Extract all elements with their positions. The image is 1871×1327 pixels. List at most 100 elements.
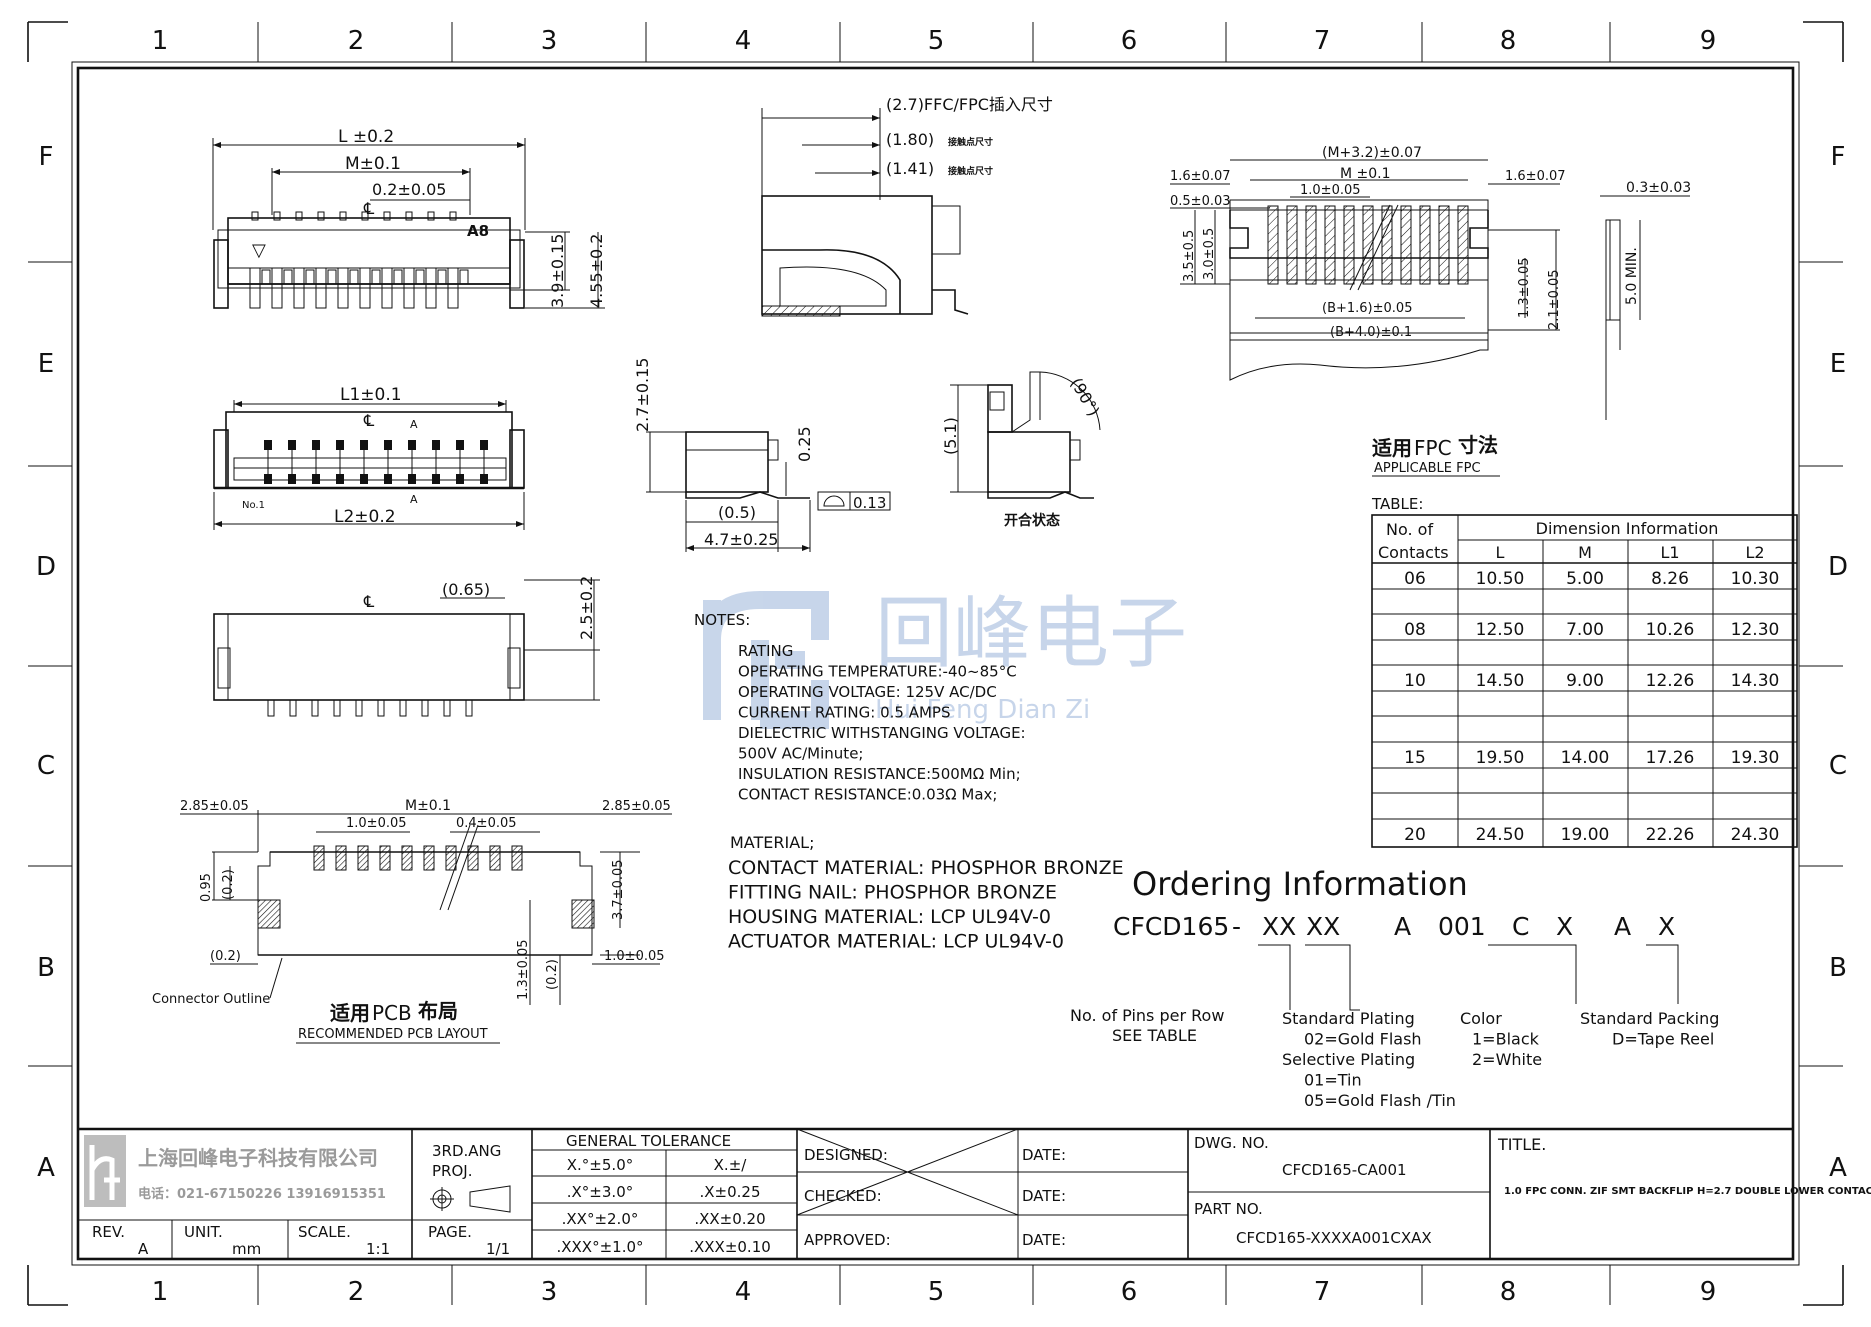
front-centerline-mark: ℄ [363,411,375,430]
column-label-bottom: 7 [1314,1277,1331,1307]
angle: (90°) [1067,375,1104,420]
tolerance-angular: .XXX°±1.0° [556,1238,643,1256]
dim-47: 4.7±0.25 [704,530,778,549]
table-cell-contacts: 06 [1404,569,1426,589]
fpc-dim-right: 1.6±0.07 [1505,169,1566,184]
pcb-title-pcb: PCB [372,1001,412,1025]
title-label: TITLE. [1497,1135,1546,1154]
fpc-title-cn: 适用 [1372,436,1412,460]
pcb-dim-02a: (0.2) [221,869,236,900]
connector-outline-label: Connector Outline [152,992,270,1007]
title-block: 上海回峰电子科技有限公司 电话：021-67150226 13916915351… [78,1127,1871,1259]
row-label-left: C [37,751,55,781]
table-cell: 22.26 [1646,825,1695,845]
row-label-right: B [1829,953,1847,983]
front-view: L1±0.1 ℄ A A No.1 L2±0.2 [213,385,525,530]
top-centerline-mark: ℄ [363,199,375,218]
table-cell: 14.30 [1731,671,1780,691]
pcb-dim-02c: (0.2) [545,959,560,990]
row-label-right: E [1830,349,1846,379]
column-label-top: 1 [152,26,169,56]
page-value: 1/1 [486,1240,510,1258]
order-code-part: A [1394,912,1411,941]
section-a-bottom: A [410,493,418,506]
order-plating-line: 01=Tin [1304,1071,1362,1090]
note-line: DIELECTRIC WITHSTANGING VOLTAGE: [738,724,1026,742]
order-plating-line: Selective Plating [1282,1050,1415,1069]
table-caption: TABLE: [1371,495,1423,513]
ordering-title: Ordering Information [1132,865,1468,903]
column-label-bottom: 9 [1700,1277,1717,1307]
table-head-dim: Dimension Information [1536,519,1719,538]
note-line: INSULATION RESISTANCE:500MΩ Min; [738,765,1021,783]
pcb-dim-10b: 1.0±0.05 [604,949,665,964]
rev-value: A [138,1240,149,1258]
order-code-part: XX [1262,912,1296,941]
pcb-dim-right: 2.85±0.05 [602,799,671,814]
tolerance-linear: X.±/ [714,1156,748,1174]
order-code-part: A [1614,912,1631,941]
row-label-right: D [1828,552,1848,582]
material-heading: MATERIAL; [730,833,814,852]
column-label-bottom: 6 [1121,1277,1138,1307]
applicable-fpc: (M+3.2)±0.07 M ±0.1 1.6±0.07 1.6±0.07 0.… [1170,145,1691,477]
drawing-title: 1.0 FPC CONN. ZIF SMT BACKFLIP H=2.7 DOU… [1504,1186,1871,1197]
pcb-dim-02b: (0.2) [210,949,241,964]
rev-label: REV. [92,1223,125,1241]
column-label-top: 3 [541,26,558,56]
table-cell: 12.26 [1646,671,1695,691]
dim-27: 2.7±0.15 [633,358,652,432]
pin1-mark: ▽ [252,240,266,261]
fpc-dim-13: 1.3±0.05 [1517,257,1532,318]
section-view: (2.7)FFC/FPC插入尺寸 (1.80) 接触点尺寸 (1.41) 接触点… [761,95,1053,317]
dim-141: (1.41) [886,159,934,178]
pcb-title-cn2: 布局 [418,999,458,1023]
notes-heading: NOTES: [694,611,750,629]
pcb-dim-10: 1.0±0.05 [346,816,407,831]
company-name: 上海回峰电子科技有限公司 [138,1146,378,1170]
pin-no1-label: No.1 [242,500,265,511]
tolerance-linear: .XXX±0.10 [689,1238,771,1256]
table-cell: 19.30 [1731,748,1780,768]
table-cell: 14.00 [1561,748,1610,768]
dim-141-note: 接触点尺寸 [948,165,993,177]
table-cell: 17.26 [1646,748,1695,768]
dim-180-note: 接触点尺寸 [948,136,993,148]
order-code-part: C [1512,912,1529,941]
table-head-no: No. of [1386,520,1433,539]
dim-pitch-note: 0.2±0.05 [372,180,446,199]
dim-065: (0.65) [442,580,490,599]
table-cell-contacts: 10 [1404,671,1426,691]
projection-label-2: PROJ. [432,1162,472,1180]
column-label-top: 7 [1314,26,1331,56]
scale-label: SCALE. [298,1223,351,1241]
fpc-dim-b40: (B+4.0)±0.1 [1330,325,1412,340]
scale-value: 1:1 [366,1240,390,1258]
fpc-subtitle: APPLICABLE FPC [1374,461,1481,476]
fpc-dim-m: M ±0.1 [1340,166,1391,182]
order-plating-line: 02=Gold Flash [1304,1030,1422,1049]
table-col-head: L2 [1745,543,1764,562]
table-cell: 7.00 [1566,620,1604,640]
note-line: 500V AC/Minute; [738,745,863,763]
order-plating-line: 05=Gold Flash /Tin [1304,1091,1456,1110]
table-cell: 12.30 [1731,620,1780,640]
table-cell: 19.00 [1561,825,1610,845]
table-cell-contacts: 15 [1404,748,1426,768]
dimension-table: TABLE: No. of Contacts Dimension Informa… [1371,495,1798,848]
material-line: FITTING NAIL: PHOSPHOR BRONZE [728,882,1057,904]
note-line: RATING [738,642,793,660]
row-label-left: B [37,953,55,983]
coplanarity-value: 0.13 [853,494,886,512]
order-pins: No. of Pins per Row [1070,1006,1224,1025]
watermark-pinyin: Hui Feng Dian Zi [875,695,1090,725]
material-line: HOUSING MATERIAL: LCP UL94V-0 [728,906,1051,928]
dim-L1: L1±0.1 [340,385,402,405]
table-cell: 12.50 [1476,620,1525,640]
column-label-top: 2 [348,26,365,56]
